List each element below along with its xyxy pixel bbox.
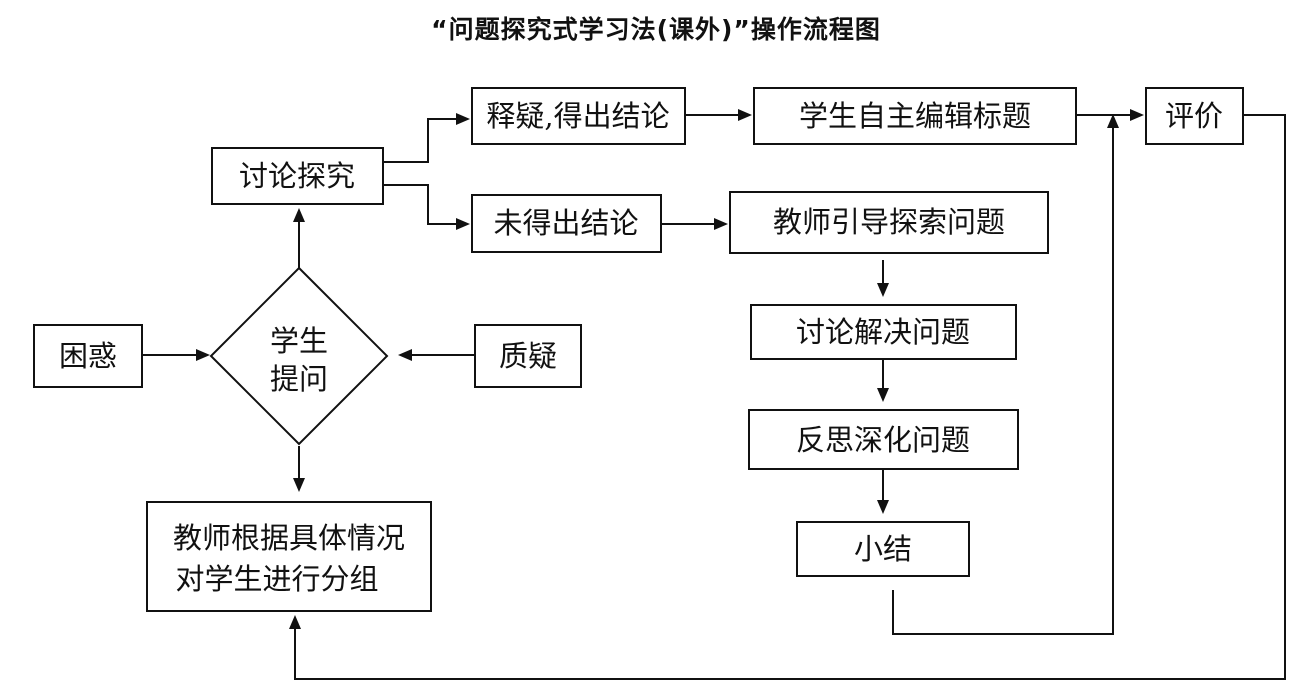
edge-taolun-to-shiyi [384, 118, 458, 163]
arrowhead [456, 218, 470, 230]
node-taolun-jiejue: 讨论解决问题 [750, 304, 1017, 360]
arrowhead [1107, 114, 1119, 128]
node-label: 对学生进行分组 [175, 562, 378, 596]
arrowhead [877, 283, 889, 297]
node-label: 学生自主编辑标题 [799, 99, 1031, 133]
node-wei-jielun: 未得出结论 [471, 194, 662, 253]
node-label: 讨论解决问题 [796, 315, 970, 349]
edge-xiaojie-to-pingjia [892, 126, 1114, 635]
arrowhead [293, 208, 305, 222]
node-label: 未得出结论 [493, 206, 638, 240]
arrowhead [456, 113, 470, 125]
node-kunhuo: 困惑 [33, 324, 143, 388]
arrowhead [1130, 109, 1144, 121]
node-label: 小结 [854, 532, 912, 566]
node-fansi-shenhua: 反思深化问题 [748, 409, 1019, 470]
node-zhiyi: 质疑 [474, 324, 582, 388]
node-label: 评价 [1165, 99, 1223, 133]
arrowhead [289, 615, 301, 629]
node-xiaojie: 小结 [796, 521, 970, 577]
node-jiaoshi-yindao: 教师引导探索问题 [729, 191, 1049, 254]
edge-taolun-to-wei [384, 184, 458, 225]
node-label: 质疑 [499, 339, 557, 373]
node-label: 提问 [270, 362, 328, 396]
arrowhead [714, 218, 728, 230]
node-fenzu: 教师根据具体情况 对学生进行分组 [146, 501, 432, 612]
node-label: 讨论探究 [239, 159, 355, 193]
node-taolun-tanjiu: 讨论探究 [211, 147, 384, 205]
edge-pingjia-to-fenzu [294, 114, 1286, 680]
diagram-title: “问题探究式学习法(课外)”操作流程图 [431, 15, 881, 44]
arrowhead [738, 109, 752, 121]
node-label: 困惑 [59, 339, 117, 373]
connectors [143, 109, 1286, 680]
node-pingjia: 评价 [1145, 87, 1244, 145]
arrowhead [293, 478, 305, 492]
node-label: 释疑,得出结论 [486, 99, 669, 133]
node-shiyi-jielun: 释疑,得出结论 [471, 87, 686, 145]
arrowhead [398, 349, 412, 361]
arrowhead [877, 500, 889, 514]
node-label: 教师引导探索问题 [773, 205, 1005, 239]
node-zizhu-biaoti: 学生自主编辑标题 [753, 87, 1077, 145]
node-label: 学生 [270, 324, 328, 358]
arrowhead [196, 349, 210, 361]
node-label: 反思深化问题 [796, 423, 970, 457]
node-xuesheng-tiwen: 学生 提问 [209, 266, 389, 446]
node-label: 教师根据具体情况 [173, 521, 405, 555]
arrowhead [877, 388, 889, 402]
